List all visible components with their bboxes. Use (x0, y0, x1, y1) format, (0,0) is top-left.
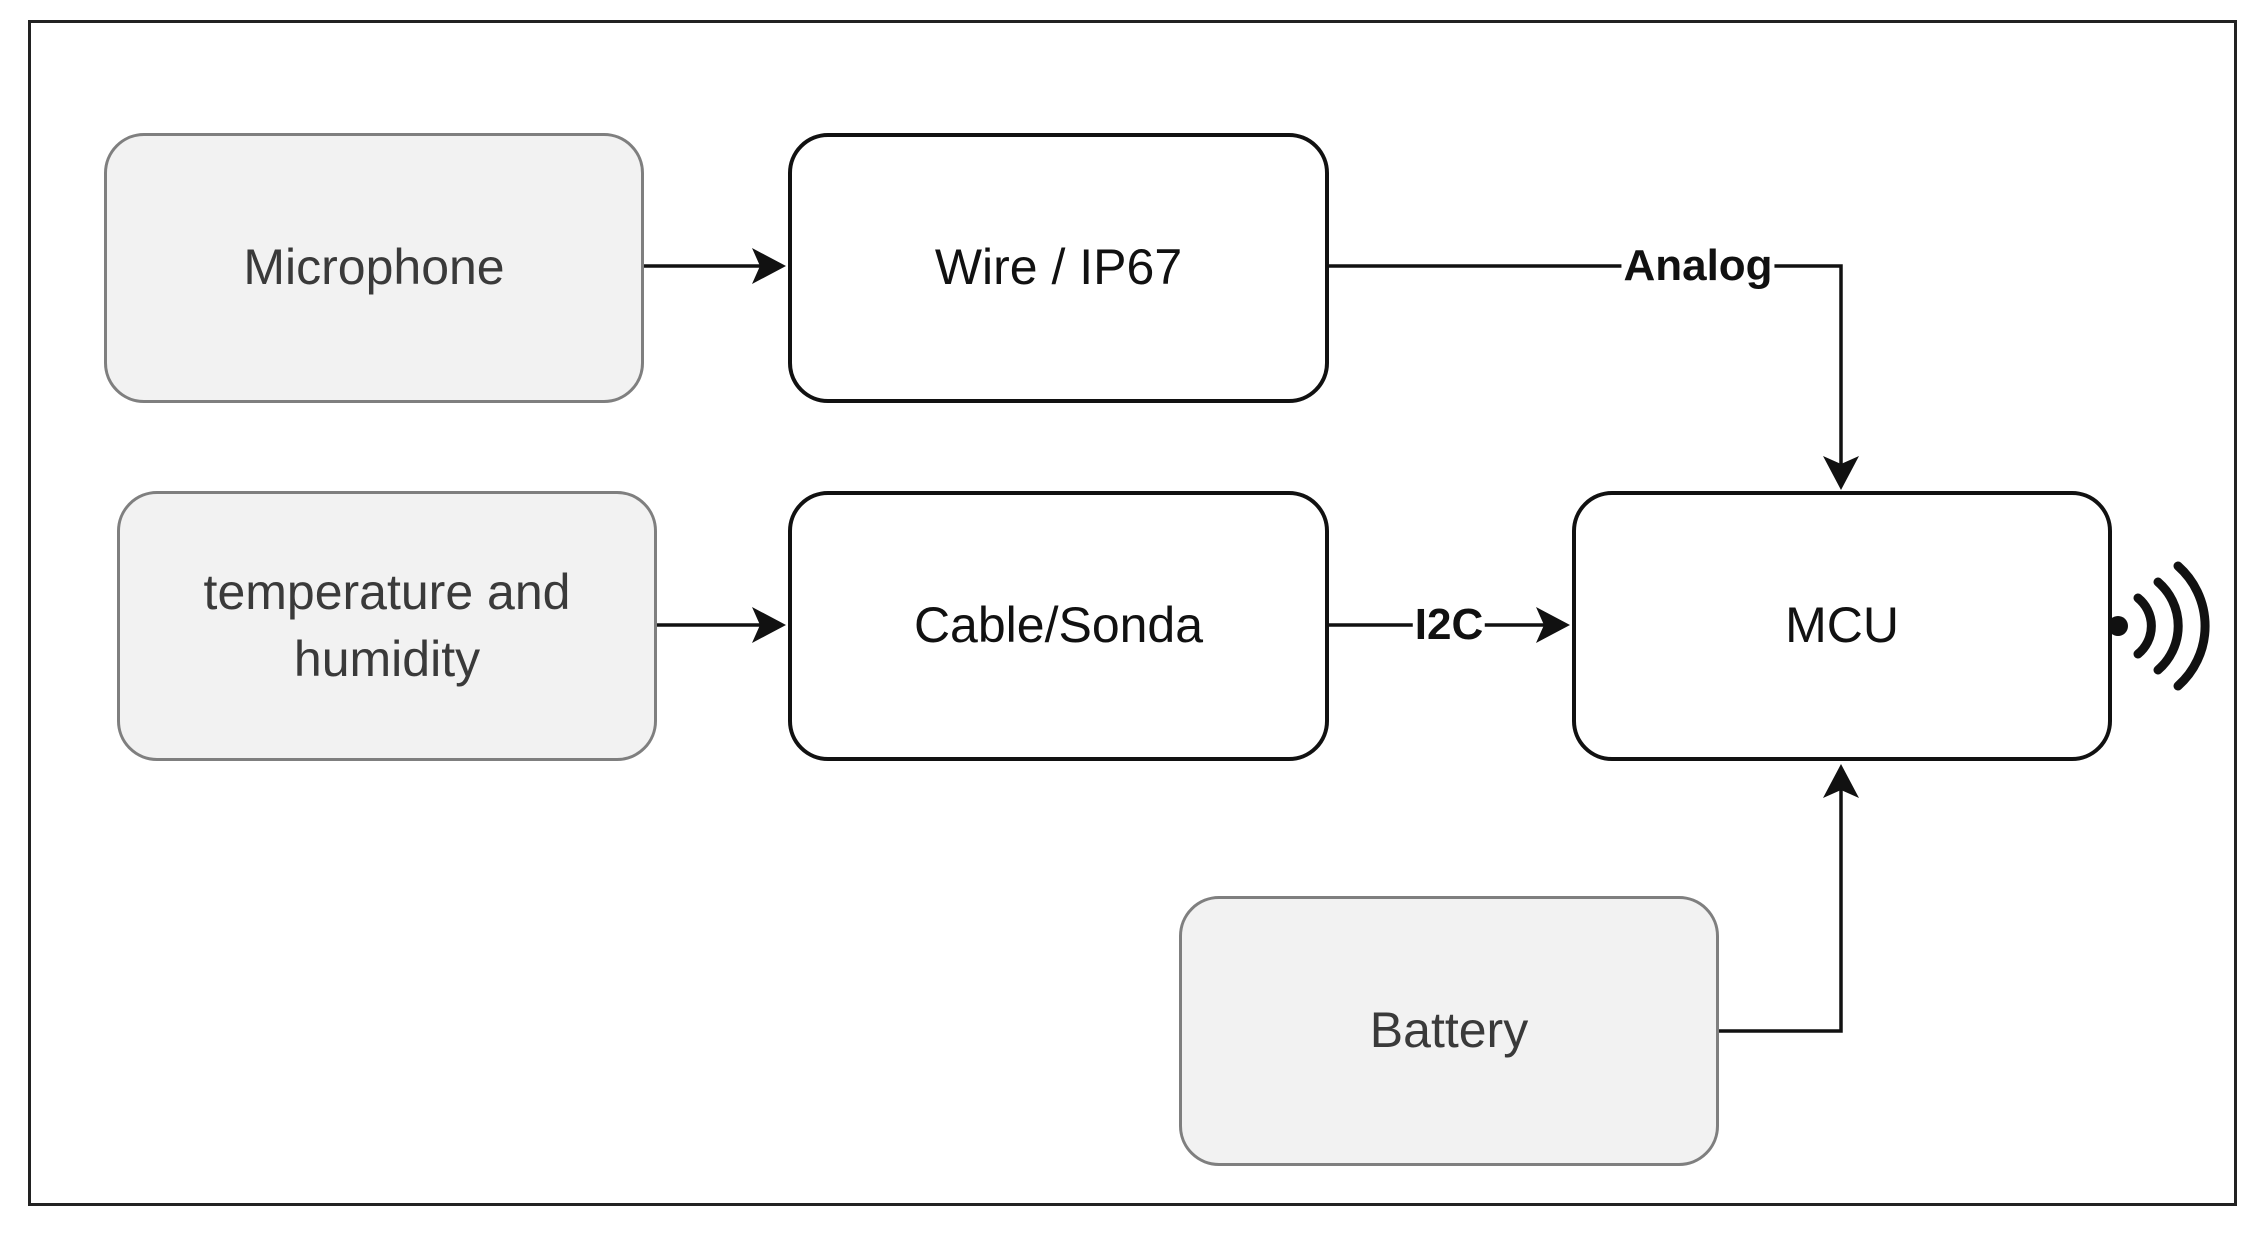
edge-battery-to-mcu (1717, 764, 1859, 1033)
node-microphone: Microphone (104, 133, 644, 403)
edge-label-i2c: I2C (1412, 600, 1486, 649)
arrowhead-icon (752, 607, 786, 643)
edge-wire-to-mcu (1327, 264, 1859, 490)
arrowhead-icon (1823, 456, 1859, 490)
node-mcu-label: MCU (1785, 597, 1899, 654)
node-wire-ip67: Wire / IP67 (788, 133, 1329, 403)
node-temperature-humidity-label: temperature and humidity (203, 563, 571, 688)
node-microphone-label: Microphone (243, 239, 505, 296)
edge-microphone-to-wire (642, 248, 786, 284)
arrowhead-icon (752, 248, 786, 284)
node-mcu: MCU (1572, 491, 2112, 761)
arrowhead-icon (1536, 607, 1570, 643)
node-wire-ip67-label: Wire / IP67 (934, 239, 1183, 296)
node-temperature-humidity: temperature and humidity (117, 491, 657, 761)
node-battery: Battery (1179, 896, 1719, 1166)
node-cable-sonda-label: Cable/Sonda (913, 597, 1204, 654)
edge-label-analog: Analog (1621, 241, 1775, 290)
node-battery-label: Battery (1369, 1002, 1529, 1059)
wireless-signal-icon (2108, 561, 2210, 691)
edge-temperature-to-cable (655, 607, 786, 643)
arrowhead-icon (1823, 764, 1859, 798)
node-cable-sonda: Cable/Sonda (788, 491, 1329, 761)
